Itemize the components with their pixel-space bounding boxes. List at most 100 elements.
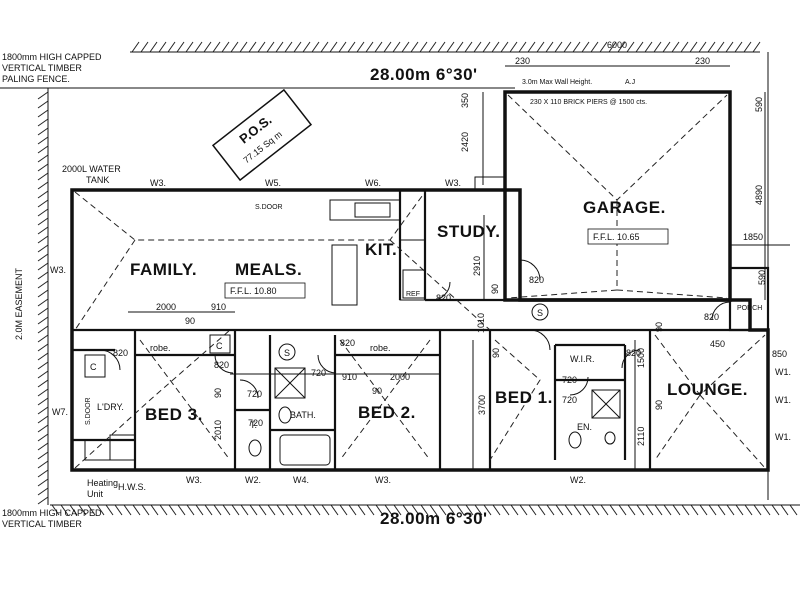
door-swing — [621, 349, 641, 369]
hatch-stroke — [428, 41, 437, 53]
hatch-stroke — [590, 41, 599, 53]
hatch-stroke — [707, 41, 716, 53]
hatch-stroke — [339, 504, 348, 516]
hatch-stroke — [662, 41, 671, 53]
hatch-stroke — [752, 41, 761, 53]
hatch-stroke — [37, 469, 49, 478]
hatch-stroke — [203, 41, 212, 53]
dim-90: 90 — [490, 284, 500, 294]
hatch-stroke — [644, 41, 653, 53]
window-label-bottom: W2. — [245, 475, 261, 485]
hatch-stroke — [176, 41, 185, 53]
hatch-stroke — [37, 298, 49, 307]
hatch-stroke — [230, 41, 239, 53]
robe-label-bed2: robe. — [370, 343, 391, 353]
hatch-stroke — [37, 361, 49, 370]
hatch-stroke — [37, 289, 49, 298]
hatch-stroke — [37, 208, 49, 217]
smoke-detector-icon — [278, 343, 296, 361]
hatch-stroke — [347, 41, 356, 53]
hatch-stroke — [37, 442, 49, 451]
hatch-stroke — [366, 504, 375, 516]
toilet-icon — [248, 439, 262, 457]
hatch-stroke — [37, 397, 49, 406]
hatch-stroke — [698, 41, 707, 53]
hatch-stroke — [37, 181, 49, 190]
hatch-stroke — [420, 504, 429, 516]
room-label-family: FAMILY. — [130, 260, 197, 279]
porch-label: PORCH — [737, 305, 762, 312]
door-swing — [317, 354, 337, 374]
hatch-stroke — [725, 41, 734, 53]
hatch-stroke — [572, 41, 581, 53]
water-tank-label-2: TANK — [86, 175, 109, 185]
laundry-cupboard — [84, 354, 106, 378]
linen-cupboard-label: C — [216, 341, 223, 351]
hatch-stroke — [474, 504, 483, 516]
ensuite-shower-icon — [591, 389, 621, 419]
dim-850: 850 — [772, 349, 787, 359]
hatch-stroke — [37, 199, 49, 208]
door-swing — [431, 281, 451, 301]
hatch-stroke — [114, 504, 123, 516]
dim-590: 590 — [754, 97, 764, 112]
dim-720: 720 — [311, 368, 326, 378]
fridge-label: REF — [406, 291, 420, 298]
hatch-stroke — [37, 388, 49, 397]
hatch-stroke — [402, 504, 411, 516]
hatch-stroke — [753, 504, 762, 516]
hatch-stroke — [500, 41, 509, 53]
hatch-stroke — [447, 504, 456, 516]
bottom-boundary-hatching — [50, 504, 800, 516]
hatch-stroke — [384, 504, 393, 516]
hatch-stroke — [617, 41, 626, 53]
hatch-stroke — [239, 41, 248, 53]
bathtub-icon — [279, 434, 331, 466]
garage-offset-left: 230 — [515, 56, 530, 66]
dim-820: 820 — [436, 293, 451, 303]
hatch-stroke — [249, 504, 258, 516]
hatch-stroke — [294, 504, 303, 516]
door-swing — [239, 379, 259, 399]
hatch-stroke — [37, 478, 49, 487]
pos-label-box: P.O.S. 77.15 Sq m — [211, 88, 313, 182]
hatch-stroke — [37, 343, 49, 352]
roof-hip-lines — [74, 94, 766, 469]
dim-820: 820 — [214, 360, 229, 370]
hatch-stroke — [37, 316, 49, 325]
dim-90: 90 — [491, 348, 501, 358]
hatch-stroke — [37, 415, 49, 424]
hatch-stroke — [221, 41, 230, 53]
door-swing — [519, 259, 541, 281]
hatch-stroke — [473, 41, 482, 53]
dim-90: 90 — [654, 400, 664, 410]
fridge-space — [402, 269, 426, 299]
hatch-stroke — [735, 504, 744, 516]
door-swing — [99, 349, 121, 371]
hatch-stroke — [681, 504, 690, 516]
garage-width-dim: 6000 — [607, 40, 627, 50]
door-swing — [711, 301, 731, 321]
hatch-stroke — [312, 504, 321, 516]
dim-2420: 2420 — [460, 132, 470, 152]
dim-2000: 2000 — [390, 372, 410, 382]
dim-910: 910 — [211, 302, 226, 312]
hatch-stroke — [37, 307, 49, 316]
hatch-stroke — [329, 41, 338, 53]
hatch-stroke — [717, 504, 726, 516]
hatch-stroke — [37, 154, 49, 163]
hatch-stroke — [365, 41, 374, 53]
dim-2910: 2910 — [472, 256, 482, 276]
garage-ffl: F.F.L. 10.65 — [593, 232, 640, 242]
hatch-stroke — [105, 504, 114, 516]
hatch-stroke — [293, 41, 302, 53]
hatch-stroke — [401, 41, 410, 53]
room-label-bed3: BED 3. — [145, 405, 203, 424]
left-boundary-hatching — [37, 88, 49, 505]
hatch-stroke — [501, 504, 510, 516]
hatch-stroke — [284, 41, 293, 53]
hatch-stroke — [465, 504, 474, 516]
hatch-stroke — [446, 41, 455, 53]
hatch-stroke — [744, 504, 753, 516]
heating-unit-label-1: Heating — [87, 478, 118, 488]
